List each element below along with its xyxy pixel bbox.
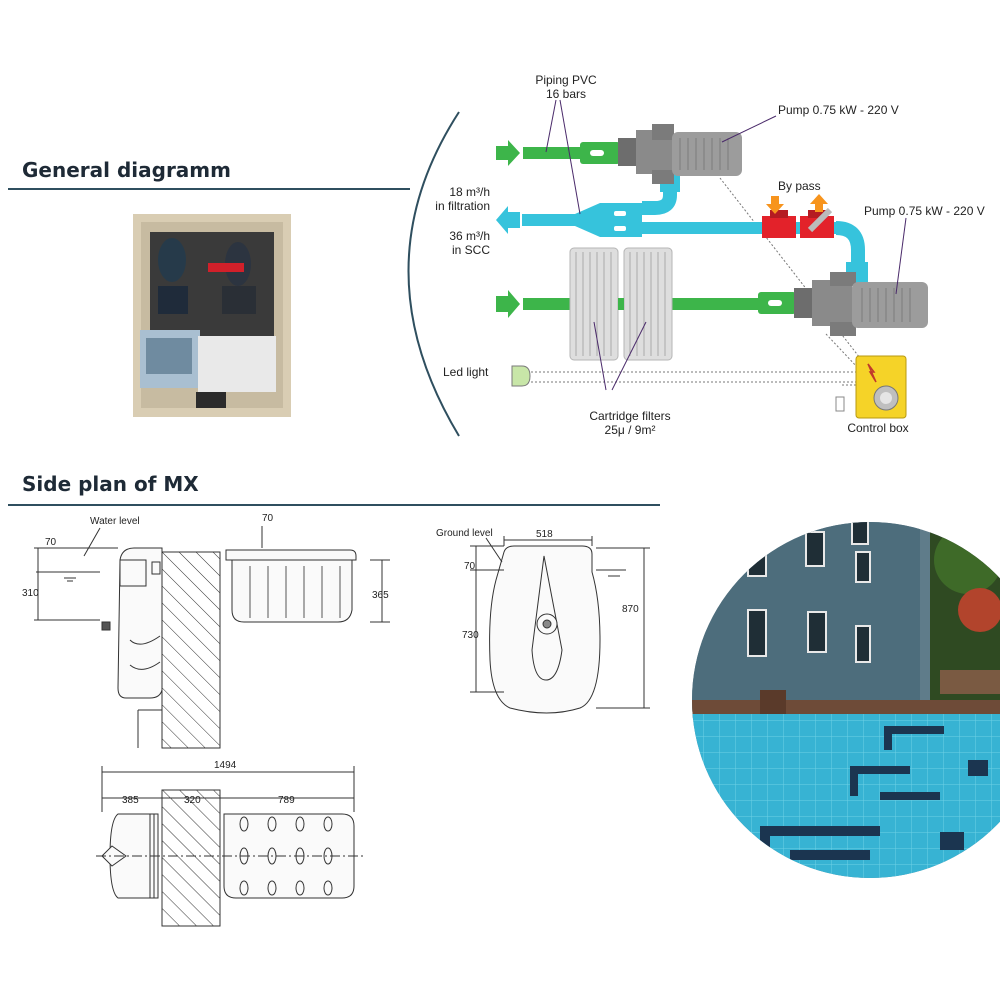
dim-518: 518 bbox=[536, 529, 553, 540]
pump-right bbox=[794, 272, 928, 336]
front-view bbox=[470, 536, 650, 714]
side-plan-title: Side plan of MX bbox=[22, 472, 199, 496]
flow-scc-1: 36 m³/h bbox=[449, 229, 490, 243]
dim-70b: 70 bbox=[262, 513, 274, 524]
pump-right-label: Pump 0.75 kW - 220 V bbox=[864, 204, 985, 218]
water-level-label: Water level bbox=[90, 516, 140, 527]
side-view-left bbox=[34, 526, 390, 749]
pump-top bbox=[618, 124, 742, 184]
dim-1494: 1494 bbox=[214, 760, 237, 771]
dim-870: 870 bbox=[622, 604, 639, 615]
flow-filtration-1: 18 m³/h bbox=[449, 185, 490, 199]
top-view bbox=[96, 766, 364, 927]
flow-scc-2: in SCC bbox=[452, 243, 490, 257]
cartridge-filters bbox=[569, 247, 673, 361]
control-box-label: Control box bbox=[847, 421, 908, 435]
bypass-arrow-up bbox=[810, 194, 828, 212]
dim-70c: 70 bbox=[464, 561, 476, 572]
flow-filtration-2: in filtration bbox=[435, 199, 490, 213]
dim-365: 365 bbox=[372, 590, 389, 601]
side-plan-rule bbox=[8, 504, 660, 506]
green-pipe-top bbox=[523, 147, 593, 159]
switch-icon bbox=[835, 396, 845, 412]
control-box bbox=[855, 355, 907, 419]
dim-320: 320 bbox=[184, 795, 201, 806]
dim-70a: 70 bbox=[45, 537, 57, 548]
electrical-wiring bbox=[527, 177, 861, 386]
general-diagram-title: General diagramm bbox=[22, 158, 231, 182]
dim-730: 730 bbox=[462, 630, 479, 641]
led-light-icon bbox=[511, 365, 531, 387]
bypass-arrow-down bbox=[766, 196, 784, 214]
bypass-valves bbox=[762, 194, 834, 238]
pool-photo bbox=[692, 522, 1000, 878]
led-light-label: Led light bbox=[443, 365, 489, 379]
flow-diagram: Piping PVC 16 bars Pump 0.75 kW - 220 V … bbox=[435, 73, 984, 437]
cartridge-label-1: Cartridge filters bbox=[589, 409, 670, 423]
cartridge-label-2: 25μ / 9m² bbox=[605, 423, 656, 437]
pool-box-photo bbox=[133, 214, 291, 417]
bypass-label: By pass bbox=[778, 179, 821, 193]
callout-lines bbox=[545, 99, 907, 391]
pump-top-label: Pump 0.75 kW - 220 V bbox=[778, 103, 899, 117]
general-diagram-rule bbox=[8, 188, 410, 190]
inlet-arrow-top bbox=[496, 140, 520, 166]
dimension-labels: Water level 70 310 70 365 Ground level 5… bbox=[22, 513, 639, 806]
dim-789: 789 bbox=[278, 795, 295, 806]
piping-label-2: 16 bars bbox=[546, 87, 586, 101]
inlet-arrow-bottom bbox=[496, 290, 520, 318]
section-arc bbox=[407, 111, 460, 437]
ground-level-label: Ground level bbox=[436, 528, 493, 539]
piping-label-1: Piping PVC bbox=[535, 73, 597, 87]
dim-385: 385 bbox=[122, 795, 139, 806]
dim-310: 310 bbox=[22, 588, 39, 599]
outlet-arrow bbox=[496, 206, 520, 234]
